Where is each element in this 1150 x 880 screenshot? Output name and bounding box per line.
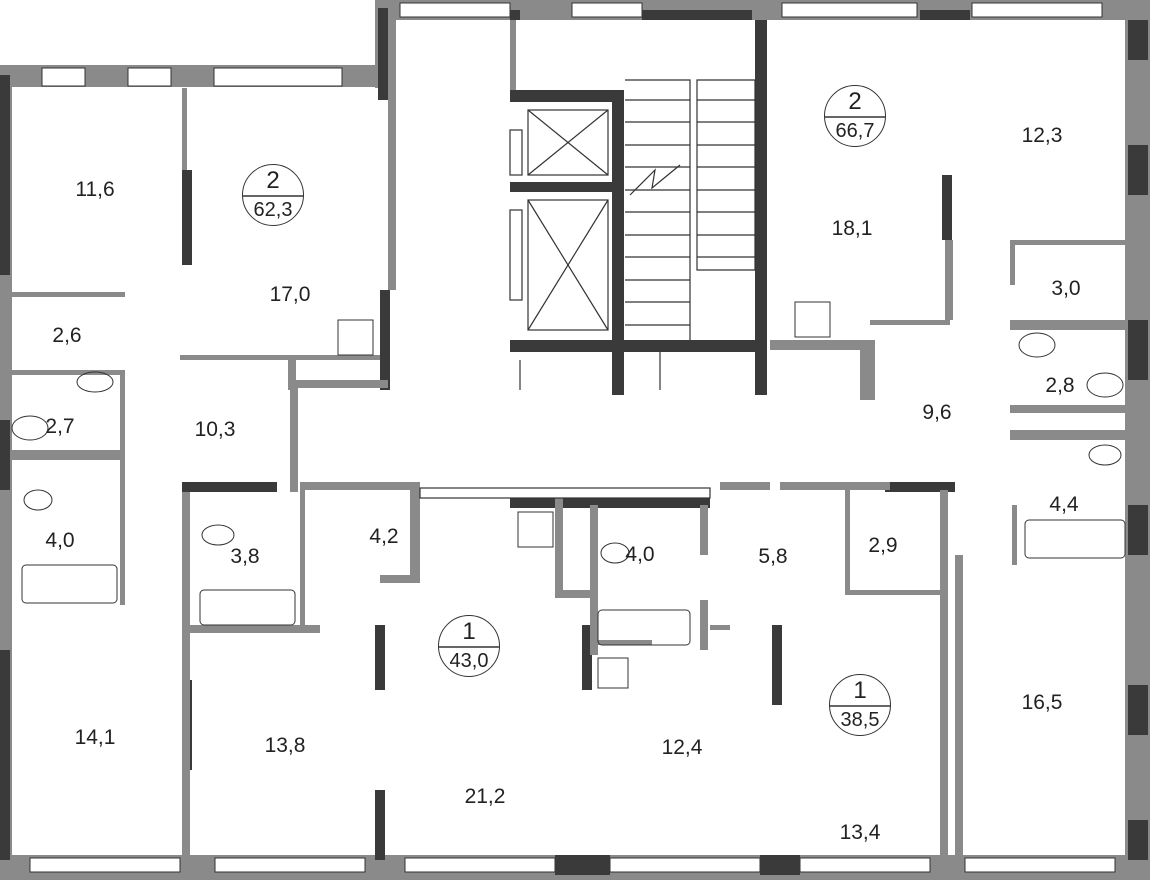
room-area: 21,2	[464, 785, 506, 808]
room-area: 5,8	[758, 545, 788, 568]
room-area: 14,1	[74, 726, 116, 749]
room-area: 12,3	[1021, 124, 1063, 147]
apartment-rooms: 1	[439, 618, 499, 648]
room-area: 13,8	[264, 734, 306, 757]
room-area: 2,9	[868, 534, 898, 557]
room-area: 4,4	[1049, 493, 1079, 516]
load-bearing-walls	[0, 8, 1148, 875]
room-area: 3,0	[1051, 277, 1081, 300]
apartment-area: 38,5	[840, 709, 880, 731]
room-area: 18,1	[831, 217, 873, 240]
room-area: 17,0	[269, 283, 311, 306]
room-area: 11,6	[75, 178, 115, 201]
room-area: 2,6	[52, 324, 82, 347]
elevators-and-stairs	[419, 79, 756, 499]
room-area: 4,0	[45, 529, 75, 552]
room-area: 10,3	[194, 418, 236, 441]
apartment-area: 43,0	[449, 650, 489, 672]
room-area: 13,4	[839, 821, 881, 844]
room-area: 12,4	[661, 736, 703, 759]
apartment-area: 66,7	[835, 120, 875, 142]
room-area: 2,8	[1045, 374, 1075, 397]
windows	[29, 2, 1116, 873]
room-area: 4,0	[625, 543, 655, 566]
apartment-rooms: 2	[825, 88, 885, 118]
room-area: 2,7	[45, 415, 75, 438]
room-area: 16,5	[1021, 691, 1063, 714]
room-area: 4,2	[369, 525, 399, 548]
apartment-rooms: 1	[830, 677, 890, 707]
room-area: 9,6	[922, 401, 952, 424]
fixtures	[11, 301, 1126, 689]
apartment-rooms: 2	[243, 167, 303, 197]
partitions	[10, 20, 1128, 857]
room-area: 3,8	[230, 545, 260, 568]
apartment-area: 62,3	[253, 199, 293, 221]
